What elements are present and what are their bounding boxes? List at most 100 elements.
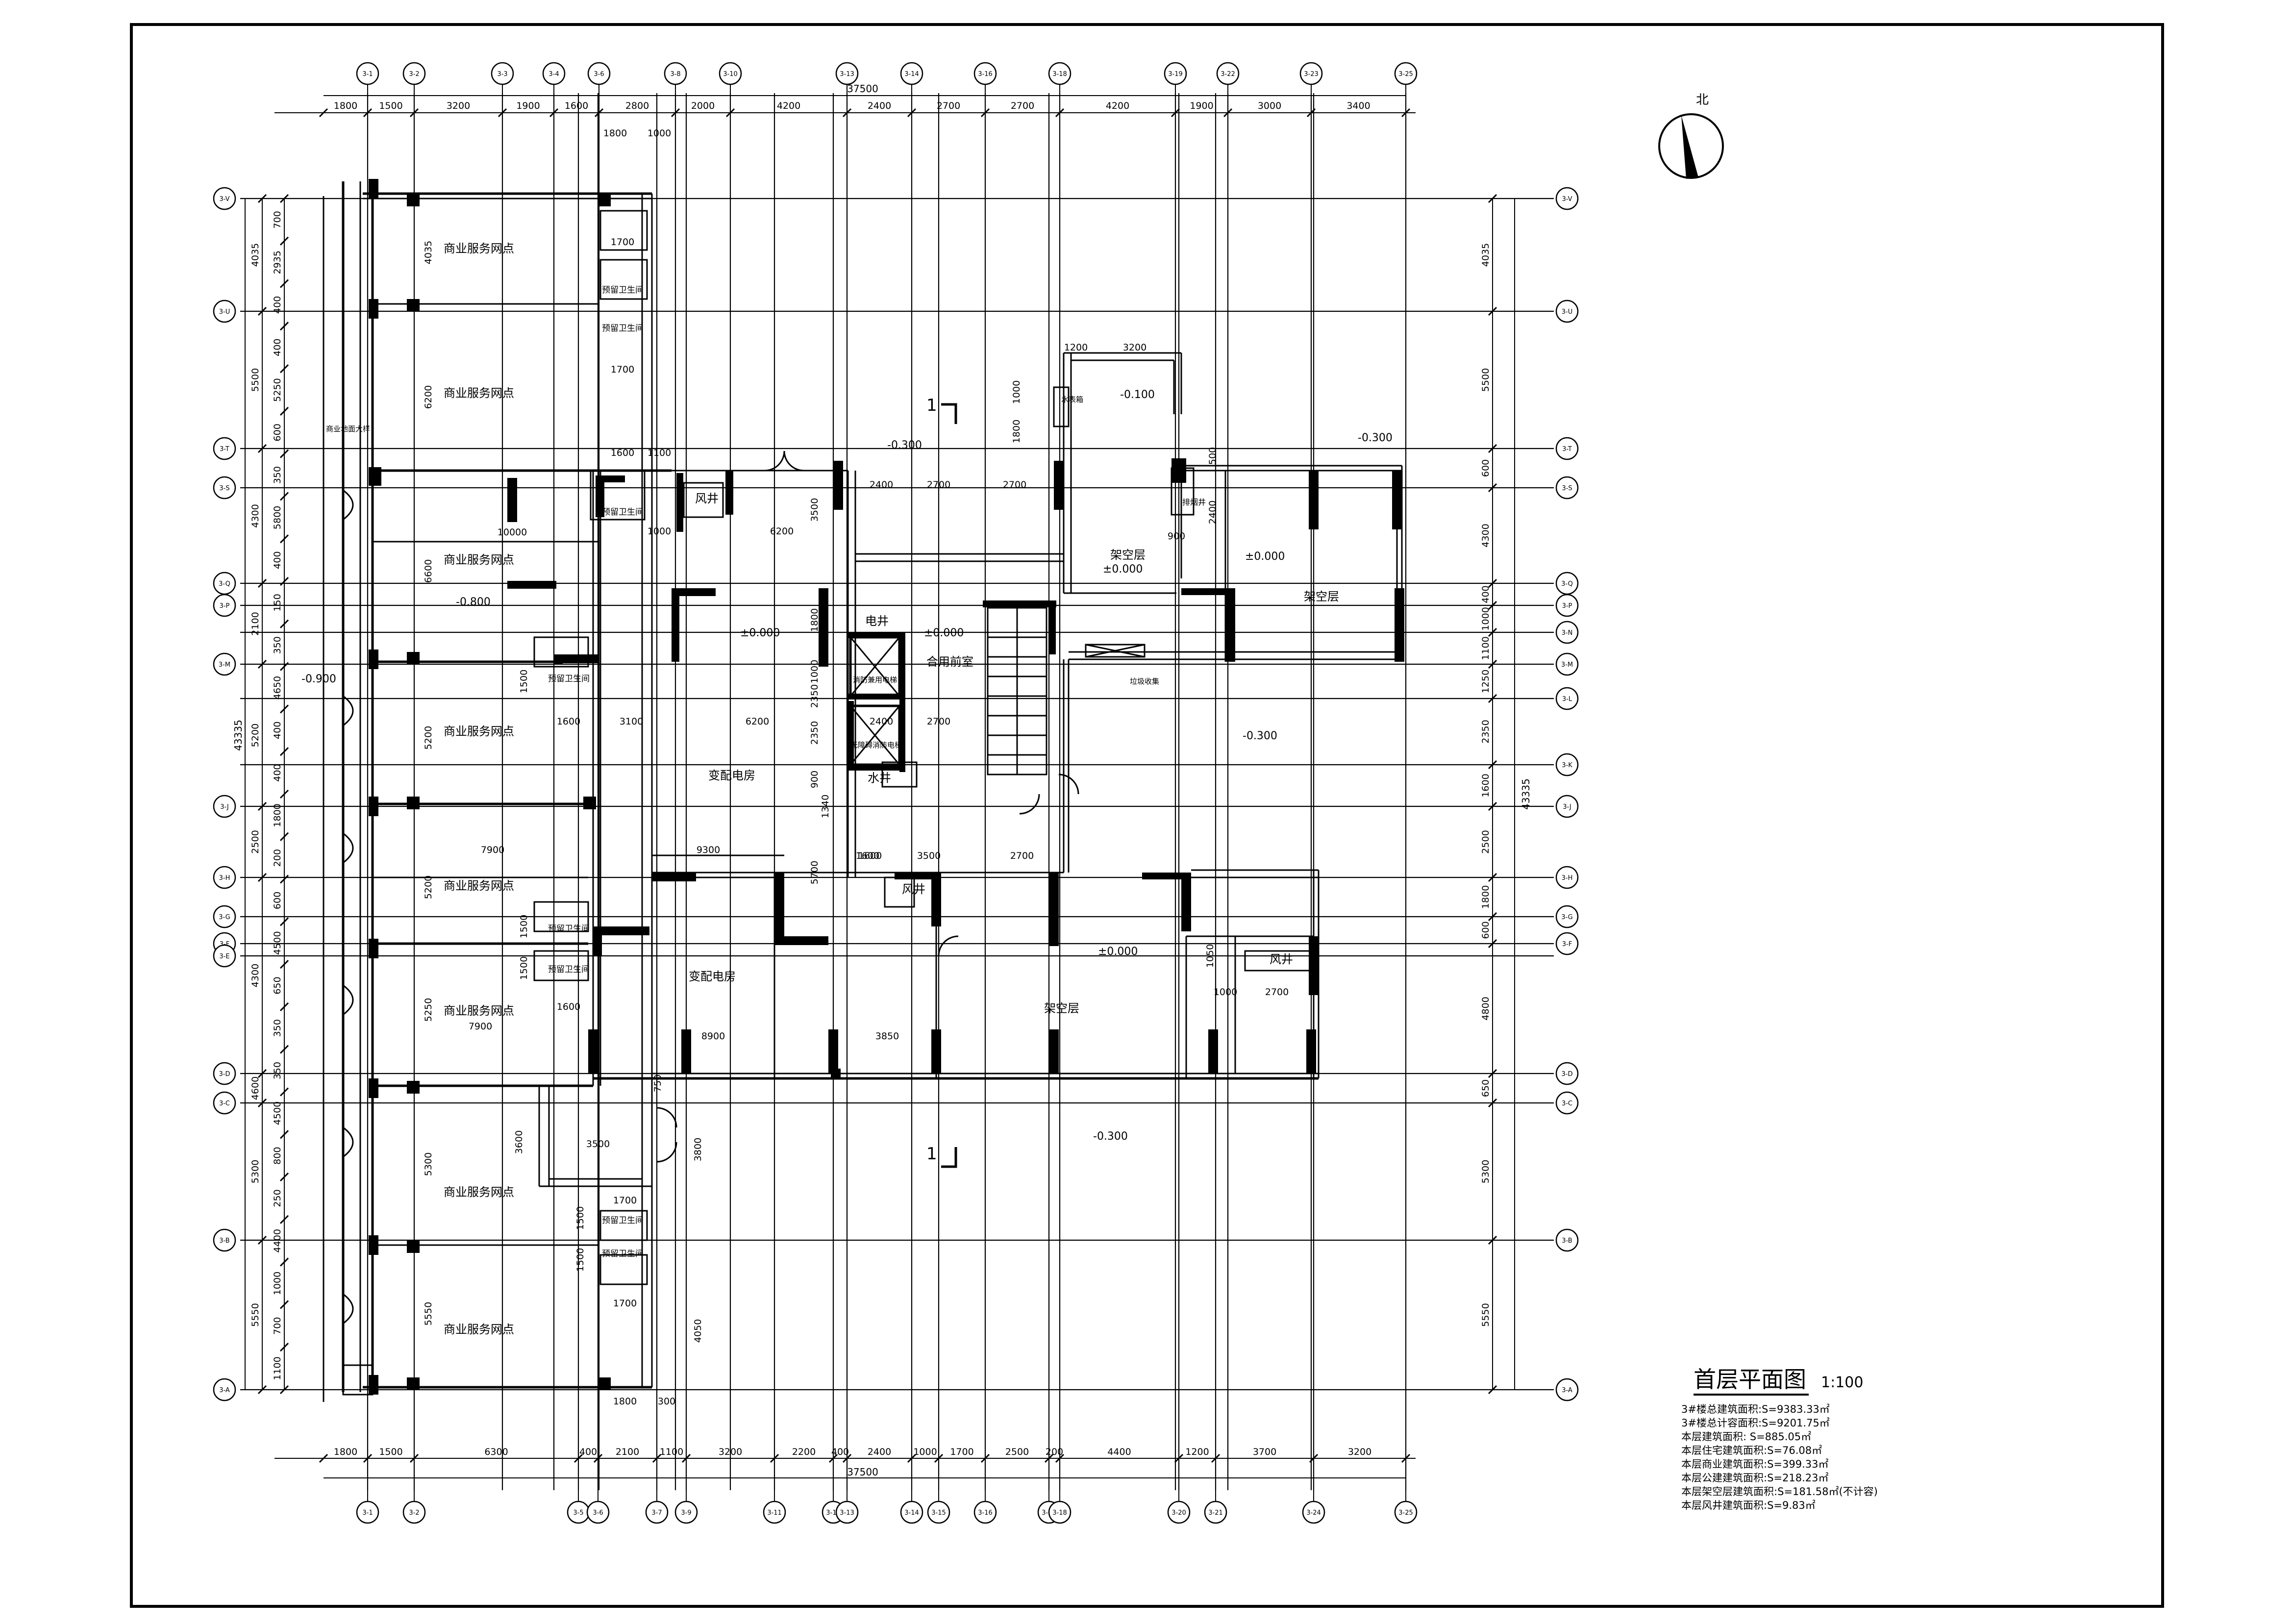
dimension-value: 1000 <box>913 1447 937 1457</box>
room-label-power: 变配电房 <box>708 769 755 782</box>
room-label-wc: 预留卫生间 <box>602 285 644 295</box>
axis-label: 3-7 <box>651 1509 662 1517</box>
dimension-value: 700 <box>272 211 283 228</box>
axis-label: 3-5 <box>573 1509 583 1517</box>
inner-dimension: 2700 <box>927 716 950 727</box>
dimension-value: 4300 <box>250 504 261 527</box>
axis-label: 3-J <box>220 803 229 811</box>
area-summary-line: 本层住宅建筑面积:S=76.08㎡ <box>1681 1445 1822 1456</box>
dimension-value: 2700 <box>937 100 960 111</box>
level-marks: ±0.000 ±0.000 ±0.000 ±0.000 ±0.000 -0.10… <box>301 389 1393 1143</box>
room-label-shop: 商业服务网点 <box>444 879 514 893</box>
inner-dimension: 750 <box>652 1074 663 1092</box>
dimension-value: 2350 <box>1480 720 1491 743</box>
dimension-value: 350 <box>272 1062 283 1079</box>
inner-dimension: 5250 <box>423 998 434 1022</box>
level-mark: ±0.000 <box>924 627 964 639</box>
room-label-fire-elevator: 消防兼用电梯 <box>853 675 897 684</box>
dimension-value: 1700 <box>950 1447 973 1457</box>
room-label-air-shaft: 风井 <box>902 882 925 896</box>
axis-label: 3-22 <box>1221 71 1235 78</box>
room-label-power: 变配电房 <box>689 970 736 983</box>
area-summary-line: 本层风井建筑面积:S=9.83㎡ <box>1681 1499 1816 1511</box>
axis-label: 3-13 <box>840 1509 854 1517</box>
axis-label: 3-V <box>1562 196 1572 203</box>
room-labels: 商业服务网点 商业服务网点 商业服务网点 商业服务网点 商业服务网点 商业服务网… <box>326 242 1339 1336</box>
inner-dimension: 1500 <box>575 1248 586 1272</box>
inner-dimension: 2350 <box>809 684 820 708</box>
axis-label: 3-16 <box>978 71 993 78</box>
room-label-wc: 预留卫生间 <box>548 965 590 974</box>
axis-bubble <box>1555 753 1579 776</box>
room-label-drain: 排烟井 <box>1182 498 1206 507</box>
axis-label: 3-14 <box>904 71 919 78</box>
level-mark: -0.300 <box>887 439 922 451</box>
section-mark-bottom: 1 <box>926 1144 957 1168</box>
grid-lines <box>240 93 1554 1490</box>
inner-dimension: 1000 <box>648 128 671 139</box>
room-label-stilt: 架空层 <box>1110 548 1146 562</box>
axis-label: 3-P <box>1562 602 1572 610</box>
dimension-value: 1800 <box>334 100 357 111</box>
axis-bubble <box>1555 1228 1579 1252</box>
dimension-value: 1100 <box>1480 636 1491 660</box>
axis-label: 3-13 <box>840 71 854 78</box>
axis-label: 3-G <box>1561 914 1573 921</box>
inner-dimension: 6200 <box>746 716 769 727</box>
inner-dimension: 5200 <box>423 875 434 899</box>
dimension-value: 4035 <box>1480 243 1491 267</box>
axis-label: 3-24 <box>1306 1509 1321 1517</box>
dimension-value: 350 <box>272 1019 283 1037</box>
room-label-wc: 预留卫生间 <box>602 1249 644 1259</box>
axis-label: 3-23 <box>1304 71 1319 78</box>
room-label-shop: 商业服务网点 <box>444 386 514 400</box>
axis-bubble <box>213 652 236 676</box>
inner-dimension: 4050 <box>693 1319 703 1343</box>
axis-label: 3-S <box>1562 485 1572 492</box>
axis-label: 3-C <box>219 1100 230 1107</box>
inner-dimension: 1340 <box>820 795 831 818</box>
axis-bubble <box>213 1091 236 1115</box>
axis-bubble <box>213 300 236 323</box>
room-label-stilt: 架空层 <box>1044 1001 1079 1015</box>
level-mark: ±0.000 <box>1103 563 1143 575</box>
inner-dimension: 1700 <box>613 1298 637 1309</box>
inner-dimension: 10000 <box>498 527 527 538</box>
axis-bubble <box>213 594 236 617</box>
room-label-shop: 商业服务网点 <box>444 1004 514 1018</box>
inner-dimension: 1700 <box>611 364 634 375</box>
room-label-air-shaft: 风井 <box>695 492 719 505</box>
area-summary-line: 本层商业建筑面积:S=399.33㎡ <box>1681 1458 1828 1470</box>
dimension-value: 3200 <box>1348 1447 1371 1457</box>
dimension-value: 4300 <box>1480 524 1491 547</box>
area-summary-line: 本层架空层建筑面积:S=181.58㎡(不计容) <box>1681 1486 1878 1498</box>
inner-dimension: 1000 <box>648 526 671 537</box>
axis-bubble <box>213 1228 236 1252</box>
axis-label: 3-F <box>1562 941 1572 948</box>
dimension-value: 400 <box>272 339 283 356</box>
room-label-wc: 预留卫生间 <box>602 324 644 333</box>
axis-bubble <box>1555 187 1579 210</box>
inner-dimension: 5700 <box>809 861 820 884</box>
dimension-value: 5500 <box>250 368 261 392</box>
axis-bubble <box>1555 300 1579 323</box>
dimension-value: 5800 <box>272 506 283 529</box>
inner-dimension: 2700 <box>1265 987 1289 998</box>
area-summary: 3#楼总建筑面积:S=9383.33㎡3#楼总计容面积:S=9201.75㎡本层… <box>1681 1403 1878 1511</box>
axis-label: 3-U <box>219 308 230 316</box>
dimension-value: 1200 <box>1185 1447 1209 1457</box>
dimension-value: 400 <box>831 1447 849 1457</box>
axis-label: 3-M <box>1561 661 1573 669</box>
dimension-value: 400 <box>272 296 283 314</box>
inner-dimension: 1500 <box>519 670 529 693</box>
dimension-value: 2800 <box>625 100 649 111</box>
axis-bubble <box>213 437 236 460</box>
level-mark: -0.300 <box>1243 730 1277 742</box>
room-label-stilt: 架空层 <box>1304 590 1339 603</box>
dimension-value: 4400 <box>1107 1447 1131 1457</box>
inner-dimension: 5200 <box>423 726 434 750</box>
axis-bubble <box>1555 437 1579 460</box>
